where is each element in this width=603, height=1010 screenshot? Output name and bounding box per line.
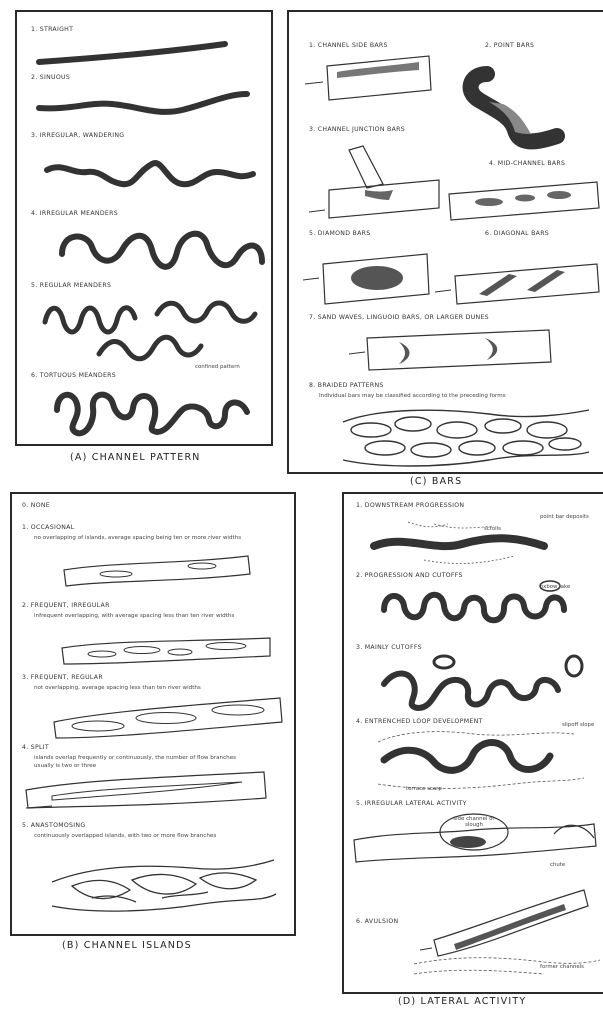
- item-occasional: 1. OCCASIONAL: [22, 524, 74, 531]
- diagonal-bar-channel: [455, 264, 599, 304]
- item-channel-junction-bars: 3. CHANNEL JUNCTION BARS: [309, 126, 405, 133]
- item-irregular-meanders: 4. IRREGULAR MEANDERS: [31, 210, 118, 217]
- item-irregular-lateral: 5. IRREGULAR LATERAL ACTIVITY: [356, 800, 467, 807]
- item-point-bars: 2. POINT BARS: [485, 42, 534, 49]
- confined-pattern-note: confined pattern: [195, 364, 240, 370]
- item-tortuous-meanders: 6. TORTUOUS MEANDERS: [31, 372, 116, 379]
- item-diamond-bars: 5. DIAMOND BARS: [309, 230, 370, 237]
- item-split: 4. SPLIT: [22, 744, 49, 751]
- item-irregular: 3. IRREGULAR, wandering: [31, 132, 124, 139]
- item-sinuous: 2. SINUOUS: [31, 74, 70, 81]
- item-braided-patterns: 8. BRAIDED PATTERNS: [309, 382, 384, 389]
- terrace-scarp-note: terrace scarp: [406, 786, 442, 792]
- item-none: 0. NONE: [22, 502, 50, 509]
- channel-islands-drawings: [12, 494, 294, 934]
- anastomosing-channel: [52, 860, 276, 911]
- occasional-note: no overlapping of islands, average spaci…: [34, 534, 244, 542]
- lateral-activity-caption: (D) LATERAL ACTIVITY: [398, 996, 526, 1007]
- lateral-activity-panel: 1. DOWNSTREAM PROGRESSION point bar depo…: [342, 492, 603, 994]
- occasional-islands-channel: [64, 556, 250, 586]
- slipoff-slope-note: slipoff slope: [562, 722, 602, 728]
- frequent-irregular-note: infrequent overlapping, with average spa…: [34, 612, 244, 620]
- item-downstream-progression: 1. DOWNSTREAM PROGRESSION: [356, 502, 464, 509]
- channel-islands-panel: 0. NONE 1. OCCASIONAL no overlapping of …: [10, 492, 296, 936]
- sand-wave-channel: [367, 330, 551, 370]
- item-frequent-regular: 3. FREQUENT, REGULAR: [22, 674, 103, 681]
- anastomosing-note: continuously overlapped islands, with tw…: [34, 832, 244, 840]
- braided-note: Individual bars may be classified accord…: [319, 392, 559, 400]
- bars-caption: (C) BARS: [410, 476, 462, 487]
- oxbow-lake-note: oxbow lake: [540, 584, 570, 590]
- item-sand-waves: 7. SAND WAVES, LINGUOID BARS, OR LARGER …: [309, 314, 489, 321]
- former-channels-note: former channels: [540, 964, 584, 970]
- item-entrenched-loop: 4. ENTRENCHED LOOP DEVELOPMENT: [356, 718, 483, 725]
- braided-pattern: [343, 410, 589, 466]
- item-straight: 1. STRAIGHT: [31, 26, 73, 33]
- split-channel: [26, 772, 266, 808]
- item-mid-channel-bars: 4. MID-CHANNEL BARS: [489, 160, 565, 167]
- item-avulsion: 6. AVULSION: [356, 918, 398, 925]
- item-diagonal-bars: 6. DIAGONAL BARS: [485, 230, 549, 237]
- scrolls-note: scrolls: [484, 526, 501, 532]
- frequent-regular-note: not overlapping, average spacing less th…: [34, 684, 244, 692]
- side-channel-note: side channel or slough: [452, 816, 496, 828]
- item-anastomosing: 5. ANASTOMOSING: [22, 822, 85, 829]
- item-regular-meanders: 5. REGULAR MEANDERS: [31, 282, 111, 289]
- item-progression-cutoffs: 2. PROGRESSION AND CUTOFFS: [356, 572, 463, 579]
- split-note: islands overlap frequently or continuous…: [34, 754, 244, 770]
- bars-drawings: [289, 12, 603, 472]
- bars-panel: 1. CHANNEL SIDE BARS 2. POINT BARS 3. CH…: [287, 10, 603, 474]
- point-bar-deposits-note: point bar deposits: [540, 514, 600, 520]
- frequent-regular-islands-channel: [54, 698, 282, 738]
- chute-note: chute: [550, 862, 565, 868]
- item-channel-side-bars: 1. CHANNEL SIDE BARS: [309, 42, 388, 49]
- channel-islands-caption: (B) CHANNEL ISLANDS: [62, 940, 192, 951]
- channel-pattern-panel: 1. STRAIGHT 2. SINUOUS 3. IRREGULAR, wan…: [15, 10, 273, 446]
- item-frequent-irregular: 2. FREQUENT, IRREGULAR: [22, 602, 110, 609]
- item-mainly-cutoffs: 3. MAINLY CUTOFFS: [356, 644, 422, 651]
- channel-pattern-caption: (A) CHANNEL PATTERN: [70, 452, 201, 463]
